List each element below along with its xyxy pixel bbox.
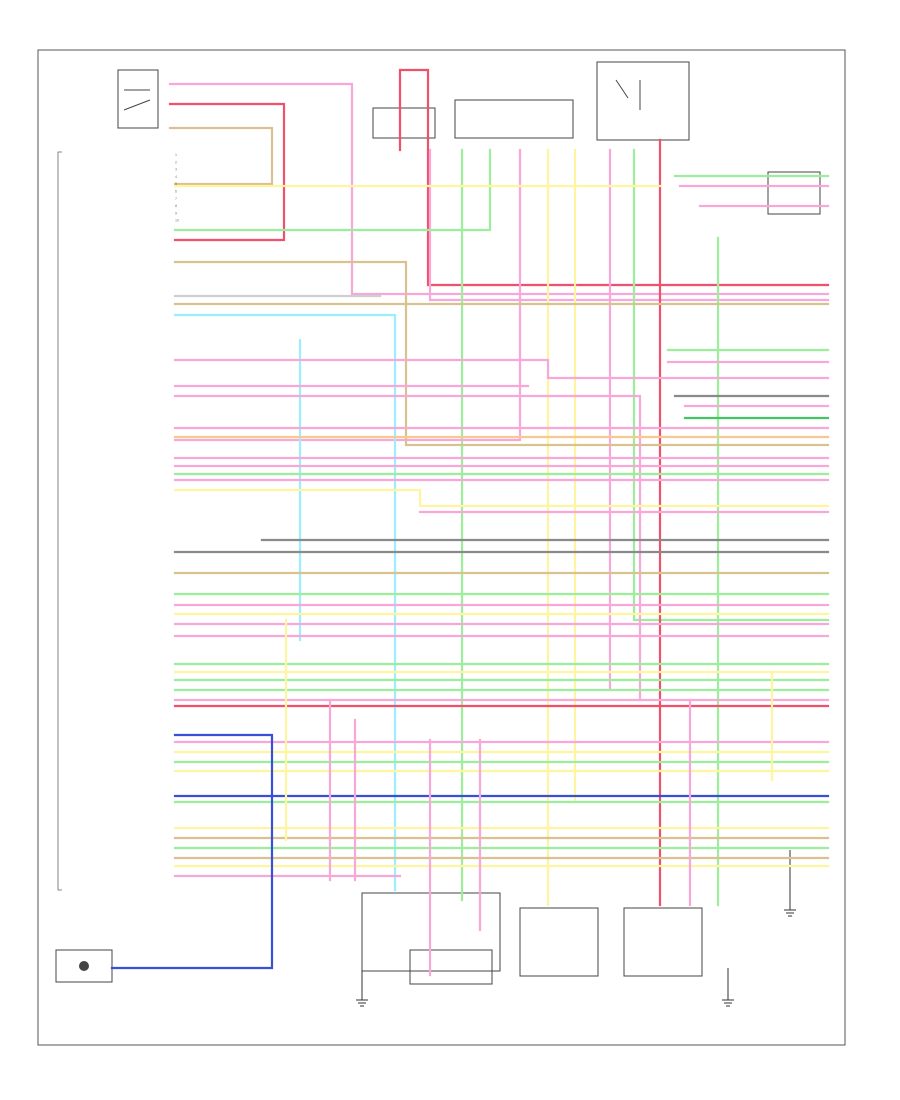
wire-harness <box>110 68 830 977</box>
wire-2 <box>168 102 286 242</box>
ground-symbol-3 <box>784 850 796 917</box>
wire-7 <box>173 148 492 232</box>
top-sensor-block-a <box>372 107 436 139</box>
pcm-pin-number: 10 <box>175 219 179 223</box>
top-sensor-block-b <box>454 99 574 139</box>
wire-8 <box>173 148 522 442</box>
pcm-pin-number: 1 <box>175 153 177 157</box>
top-right-relay <box>596 61 690 141</box>
wire-3 <box>168 126 274 186</box>
wire-66 <box>110 733 274 970</box>
top-left-switch <box>117 69 159 129</box>
ground-symbol-2 <box>722 968 734 1007</box>
wire-19 <box>173 260 830 447</box>
pcm-pin-number: 3 <box>175 168 177 172</box>
wire-26 <box>173 358 830 380</box>
pcm-pin-number: 6 <box>175 190 177 194</box>
pcm-pin-list: 1 2 3 4 5 6 7 8 9 10 <box>175 153 179 223</box>
pcm-pin-number: 2 <box>175 160 177 164</box>
pcm-pin-number: 8 <box>175 204 177 208</box>
ground-symbol-1 <box>356 970 368 1007</box>
diagram-frame <box>37 49 846 1046</box>
bottom-left-sensor <box>55 949 113 983</box>
pcm-pin-number: 4 <box>175 175 177 179</box>
pcm-pin-number: 7 <box>175 197 177 201</box>
wire-5 <box>428 148 830 302</box>
right-switch <box>767 171 821 215</box>
wire-4 <box>398 68 830 287</box>
wire-38 <box>173 488 830 508</box>
pcm-pin-number: 5 <box>175 182 177 186</box>
wire-12 <box>632 148 830 622</box>
wire-28 <box>173 394 642 702</box>
actuator-box-a <box>519 907 599 977</box>
pcm-pin-number: 9 <box>175 211 177 215</box>
wire-22 <box>173 313 397 892</box>
actuator-box-b <box>623 907 703 977</box>
wire-1 <box>168 82 830 296</box>
pcm-connector-bracket <box>57 151 62 891</box>
